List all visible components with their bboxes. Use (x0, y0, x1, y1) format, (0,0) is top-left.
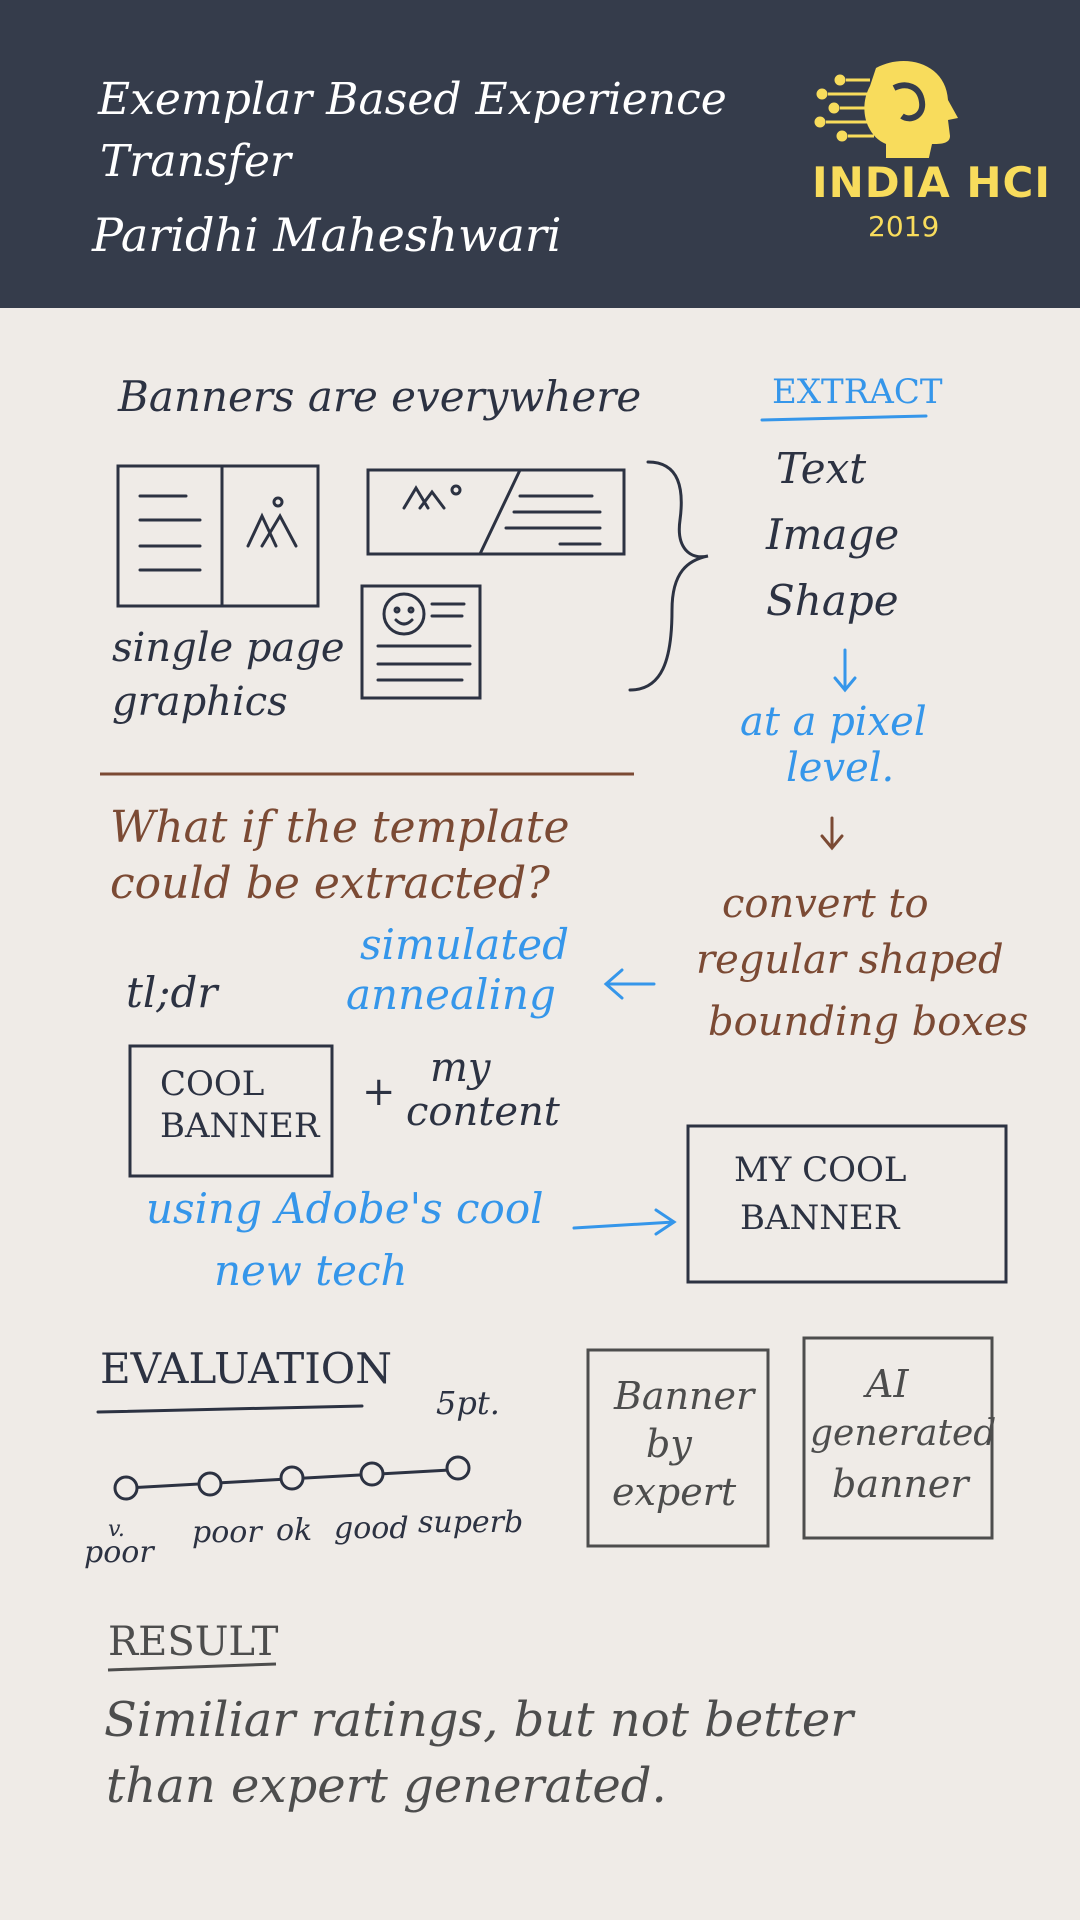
result-line-2: than expert generated. (106, 1758, 667, 1814)
scale-label-1: poor (84, 1535, 154, 1570)
adobe-tech-1: using Adobe's cool (146, 1184, 544, 1233)
result-heading: RESULT (108, 1619, 279, 1665)
evaluation-heading: EVALUATION (100, 1344, 392, 1393)
rating-scale (113, 1455, 471, 1501)
banner-sketch-avatar (360, 584, 482, 700)
logo-name: INDIA HCI (812, 158, 1051, 207)
card-ai-line-2: generated (810, 1413, 997, 1454)
author-name: Paridhi Maheshwari (92, 208, 562, 262)
extract-item-image: Image (766, 510, 900, 559)
banners-caption-2: graphics (112, 679, 288, 725)
simulated-annealing-2: annealing (346, 970, 556, 1019)
arrow-down-blue-icon (833, 648, 857, 693)
head-circuit-icon (814, 61, 958, 158)
cool-banner-line-1: COOL (160, 1064, 265, 1104)
banner-sketch-wide (366, 468, 626, 556)
convert-line-2: regular shaped (696, 937, 1004, 983)
title-line-2: Transfer (100, 136, 291, 187)
arrow-down-brown-icon (820, 816, 844, 851)
arrow-left-blue-icon (603, 968, 656, 1000)
my-cool-banner-line-1: MY COOL (734, 1150, 907, 1190)
scale-label-3: ok (276, 1513, 313, 1548)
pixel-level-1: at a pixel (740, 699, 927, 745)
simulated-annealing-1: simulated (360, 920, 569, 969)
logo-year: 2019 (868, 210, 940, 243)
banners-heading: Banners are everywhere (118, 372, 642, 421)
grouping-brace (628, 460, 709, 692)
adobe-tech-2: new tech (214, 1246, 408, 1295)
card-expert-line-2: by (646, 1422, 692, 1466)
result-line-1: Similiar ratings, but not better (104, 1692, 854, 1748)
extract-item-text: Text (776, 444, 867, 493)
question-line-2: could be extracted? (110, 858, 550, 909)
my-cool-banner-line-2: BANNER (740, 1198, 900, 1238)
scale-label-2: poor (192, 1515, 262, 1550)
my-content-1: my (430, 1045, 491, 1091)
india-hci-logo: INDIA HCI 2019 (806, 58, 1050, 248)
question-line-1: What if the template (110, 802, 570, 853)
card-ai-line-1: AI (866, 1362, 909, 1406)
scale-v-label: v. (108, 1517, 125, 1542)
scale-label-4: good (334, 1511, 409, 1546)
scale-label-5: superb (418, 1505, 524, 1540)
banner-sketch-split (116, 464, 320, 608)
card-expert-line-3: expert (612, 1470, 737, 1514)
arrow-right-blue-icon (572, 1208, 677, 1236)
title-line-1: Exemplar Based Experience (98, 74, 727, 125)
convert-line-3: bounding boxes (708, 999, 1029, 1045)
extract-heading: EXTRACT (772, 372, 943, 412)
scale-note: 5pt. (436, 1384, 500, 1422)
cool-banner-line-2: BANNER (160, 1106, 320, 1146)
tldr-label: tl;dr (126, 968, 218, 1017)
plus-sign: + (362, 1069, 396, 1115)
banners-caption-1: single page (112, 625, 345, 671)
pixel-level-2: level. (786, 745, 895, 791)
card-expert-line-1: Banner (614, 1374, 755, 1418)
my-content-2: content (406, 1089, 560, 1135)
extract-item-shape: Shape (766, 576, 899, 625)
convert-line-1: convert to (722, 881, 929, 927)
extract-underline (760, 414, 928, 422)
card-ai-line-3: banner (832, 1462, 969, 1506)
